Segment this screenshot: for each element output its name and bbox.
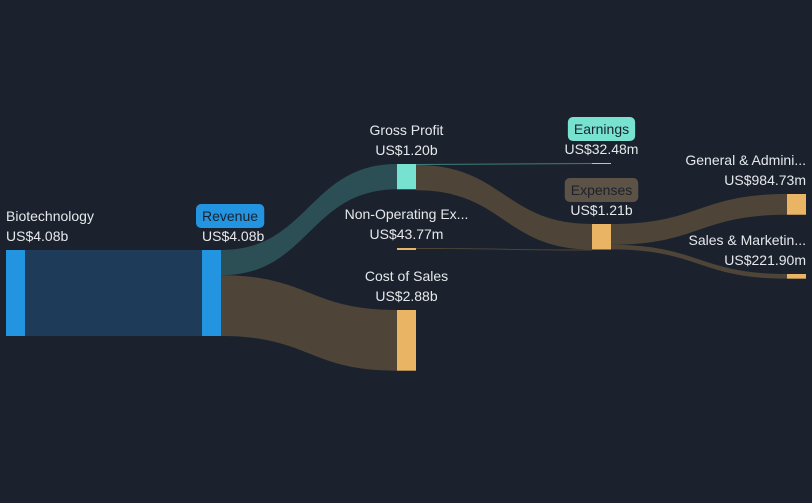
flow-nodes — [6, 163, 806, 371]
link-non_operating-expenses — [416, 248, 592, 251]
node-value-gross_profit: US$1.20b — [375, 142, 437, 158]
flow-links — [25, 163, 787, 371]
node-label-snm: Sales & Marketin... — [689, 232, 807, 248]
node-value-non_operating: US$43.77m — [370, 226, 444, 242]
node-expenses — [592, 224, 611, 250]
node-value-biotech: US$4.08b — [6, 228, 68, 244]
node-value-cost_of_sales: US$2.88b — [375, 288, 437, 304]
node-value-snm: US$221.90m — [724, 252, 806, 268]
node-label-gna: General & Admini... — [685, 152, 806, 168]
node-label-gross_profit: Gross Profit — [370, 122, 444, 138]
node-non_operating — [397, 248, 416, 250]
node-label-non_operating: Non-Operating Ex... — [345, 206, 469, 222]
node-label-expenses: Expenses — [571, 182, 632, 198]
node-value-expenses: US$1.21b — [570, 202, 632, 218]
node-revenue — [202, 250, 221, 336]
node-value-earnings: US$32.48m — [565, 141, 639, 157]
node-gross_profit — [397, 164, 416, 190]
node-cost_of_sales — [397, 310, 416, 371]
node-label-revenue: Revenue — [202, 208, 258, 224]
link-biotech-revenue — [25, 250, 202, 336]
link-expenses-snm — [611, 244, 787, 279]
link-gross_profit-earnings — [415, 163, 593, 165]
node-pill-earnings — [567, 117, 636, 141]
node-gna — [787, 194, 806, 215]
node-pill-expenses — [564, 178, 639, 202]
node-pill-revenue — [196, 204, 265, 228]
node-label-biotech: Biotechnology — [6, 208, 94, 224]
link-gross_profit-expenses — [416, 165, 592, 250]
node-value-gna: US$984.73m — [724, 172, 806, 188]
link-revenue-cost_of_sales — [221, 275, 397, 371]
link-expenses-gna — [611, 194, 787, 245]
node-label-cost_of_sales: Cost of Sales — [365, 268, 448, 284]
node-biotech — [6, 250, 25, 336]
node-snm — [787, 274, 806, 279]
node-value-revenue: US$4.08b — [202, 228, 264, 244]
node-earnings — [592, 163, 611, 164]
node-label-earnings: Earnings — [574, 121, 629, 137]
link-revenue-gross_profit — [221, 164, 397, 276]
